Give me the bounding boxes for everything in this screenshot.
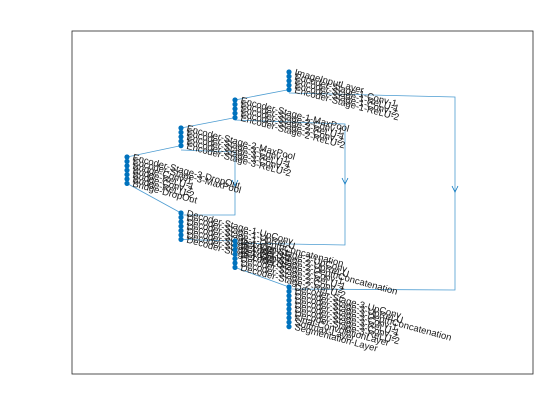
graph-node [178,228,184,234]
graph-node [286,293,292,299]
graph-edge [126,145,182,158]
graph-node [124,158,130,164]
graph-node [232,115,238,121]
graph-edge [234,267,290,288]
graph-node [232,256,238,262]
graph-node [178,143,184,149]
graph-node [124,180,130,186]
graph-node [286,297,292,303]
graph-node [286,315,292,321]
graph-edge [180,117,236,129]
graph-node [232,247,238,253]
graph-node [178,138,184,144]
graph-node [232,97,238,103]
graph-node [286,69,292,75]
graph-node [286,284,292,290]
graph-node [232,106,238,112]
graph-node [124,154,130,160]
graph-node [232,251,238,257]
graph-node [124,163,130,169]
skip-connection-edge [288,92,456,291]
graph-edge [234,89,290,101]
graph-node [124,172,130,178]
graph-node [232,238,238,244]
axes-box [71,30,534,375]
graph-node [286,78,292,84]
graph-node [286,306,292,312]
graph-node [286,73,292,79]
graph-node [178,125,184,131]
graph-node [178,210,184,216]
graph-node [286,82,292,88]
graph-node [178,232,184,238]
graph-node [232,260,238,266]
graph-edge [126,183,182,214]
graph-edge [180,239,236,242]
graph-node [286,87,292,93]
graph-node [286,319,292,325]
graph-node [178,214,184,220]
graph-node [232,110,238,116]
graph-node [232,264,238,270]
graph-node [124,176,130,182]
graph-node [232,101,238,107]
graph-node [232,242,238,248]
graph-node [178,236,184,242]
graph-node [178,223,184,229]
edge-arrowhead [231,179,239,187]
skip-connection-edge [180,149,236,216]
graph-node [286,302,292,308]
edge-arrowhead [341,177,349,185]
graph-node [286,288,292,294]
graph-node [286,310,292,316]
graph-node [178,129,184,135]
graph-node [286,324,292,330]
graph-node [178,134,184,140]
graph-node [178,219,184,225]
graph-node [124,167,130,173]
edge-arrowhead [451,185,459,193]
